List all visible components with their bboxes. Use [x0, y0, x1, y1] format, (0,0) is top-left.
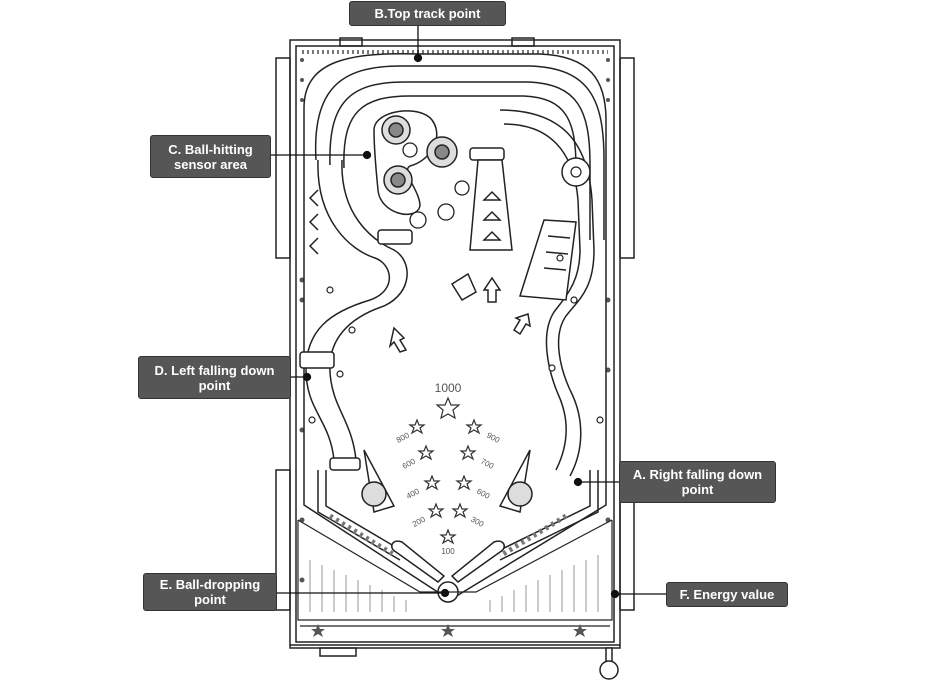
score-100: 100 — [441, 547, 455, 556]
score-1000: 1000 — [435, 381, 462, 395]
star-900 — [465, 418, 483, 435]
center-tower — [469, 159, 513, 251]
posts — [308, 254, 604, 424]
leader-lines — [270, 25, 667, 599]
star-600b — [455, 474, 473, 491]
score-stars — [408, 396, 483, 545]
star-200 — [427, 502, 445, 519]
right-ramp — [499, 109, 595, 477]
star-400 — [423, 474, 441, 491]
pop-bumpers — [373, 110, 458, 216]
star-700 — [459, 444, 477, 461]
spinner-wheel — [561, 157, 591, 187]
guide-arrows — [388, 276, 531, 353]
star-1000 — [435, 396, 461, 420]
callout-left-falling: D. Left falling down point — [138, 356, 291, 399]
score-700: 700 — [479, 457, 495, 471]
callout-energy-value: F. Energy value — [666, 582, 788, 607]
kicker-block — [519, 219, 577, 301]
round-targets — [402, 142, 470, 229]
star-300 — [451, 502, 469, 519]
score-900: 900 — [485, 431, 501, 445]
callout-right-falling: A. Right falling down point — [619, 461, 776, 503]
chevrons-left — [308, 189, 319, 255]
score-400: 400 — [405, 486, 421, 500]
plunger-knob — [599, 647, 619, 680]
callout-ball-hitting: C. Ball-hitting sensor area — [150, 135, 271, 178]
score-300: 300 — [469, 515, 485, 529]
left-ramp — [305, 159, 408, 471]
apron-lines — [309, 555, 599, 612]
score-800: 800 — [395, 430, 411, 444]
center-target — [450, 272, 477, 302]
playfield-outline — [303, 52, 607, 601]
star-800 — [408, 418, 426, 435]
star-100 — [439, 528, 457, 545]
apron-stars — [311, 624, 587, 637]
lower-bumpers — [361, 481, 533, 507]
callout-top-track: B.Top track point — [349, 1, 506, 26]
cabinet-frame — [275, 37, 635, 657]
score-600b: 600 — [475, 487, 491, 501]
flippers — [391, 540, 505, 583]
inlane-rivets — [328, 513, 568, 559]
callout-ball-dropping: E. Ball-dropping point — [143, 573, 277, 611]
score-600a: 600 — [401, 456, 417, 470]
top-track — [314, 65, 605, 240]
score-200: 200 — [411, 514, 427, 528]
slingshots — [363, 449, 531, 513]
star-600a — [417, 444, 435, 461]
ramp-clamps — [299, 147, 505, 471]
